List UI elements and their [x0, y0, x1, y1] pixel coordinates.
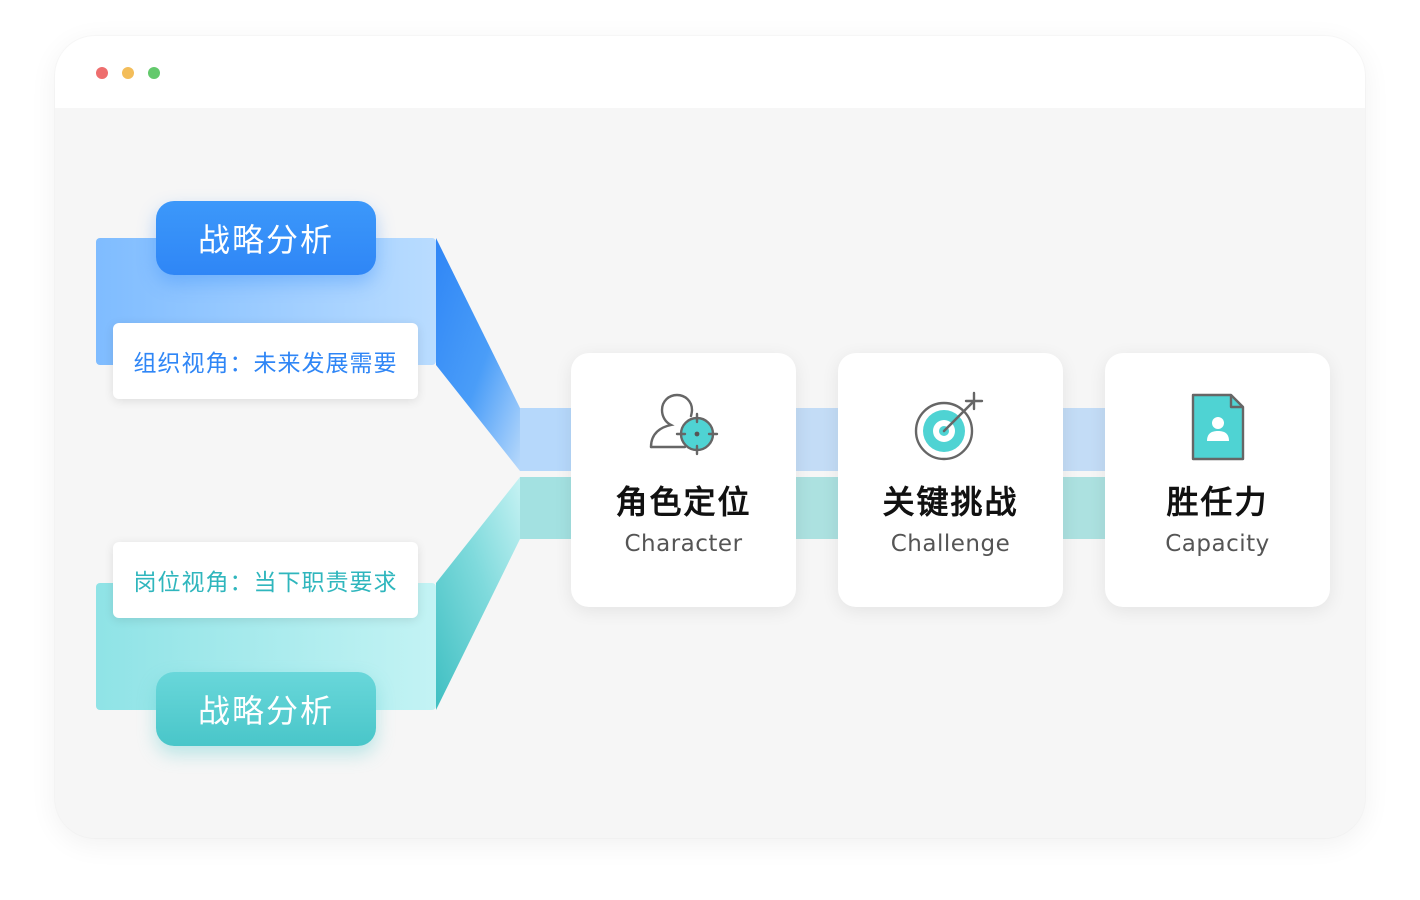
bullseye-arrow-icon [914, 391, 984, 461]
blue-connector-bar-light [520, 408, 580, 471]
card-title-en: Challenge [890, 531, 1011, 557]
card-title-cn: 角色定位 [615, 483, 752, 521]
bottom-branch-label: 岗位视角：当下职责要求 [113, 542, 418, 618]
top-branch-label: 组织视角：未来发展需要 [113, 323, 418, 399]
bottom-branch-title: 战略分析 [156, 672, 376, 746]
card-title-en: Character [624, 531, 743, 557]
card-challenge: 关键挑战 Challenge [838, 353, 1063, 607]
top-branch-title: 战略分析 [156, 201, 376, 275]
card-character: 角色定位 Character [571, 353, 796, 607]
minimize-button[interactable] [122, 67, 134, 79]
top-wedge [436, 238, 520, 471]
close-button[interactable] [96, 67, 108, 79]
teal-connector-bar-light [520, 477, 580, 539]
card-capacity: 胜任力 Capacity [1105, 353, 1330, 607]
person-target-icon [649, 393, 719, 456]
card-title-en: Capacity [1165, 531, 1270, 557]
title-bar [55, 36, 1365, 108]
profile-document-icon [1191, 393, 1245, 461]
card-title-cn: 关键挑战 [882, 483, 1019, 521]
maximize-button[interactable] [148, 67, 160, 79]
bottom-wedge [436, 477, 520, 710]
card-title-cn: 胜任力 [1166, 483, 1269, 521]
